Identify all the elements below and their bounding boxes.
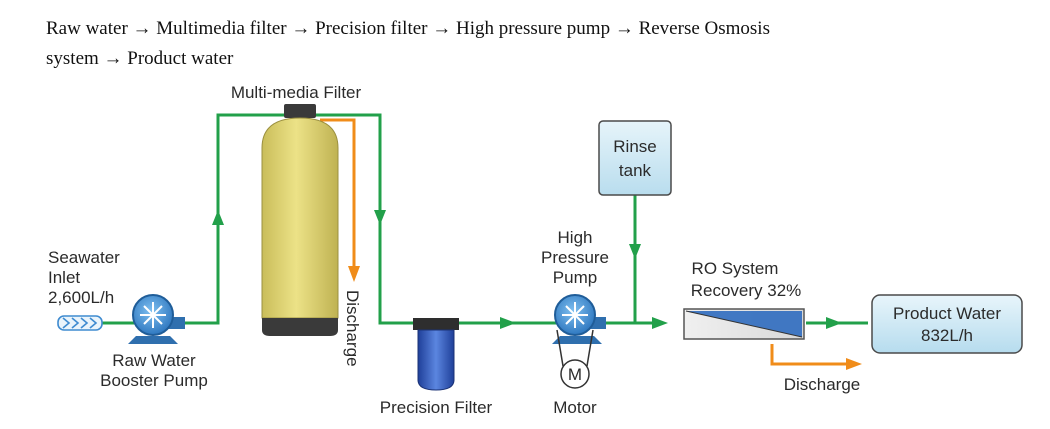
caption-line-2: system → Product water xyxy=(46,48,234,69)
arrow-up-riser xyxy=(212,210,224,225)
label-hp-line1: High xyxy=(558,228,593,247)
label-product-rate: 832L/h xyxy=(921,326,973,345)
label-motor-symbol: M xyxy=(568,365,582,384)
arrow-down-return xyxy=(374,210,386,225)
flow-arrows xyxy=(212,210,842,329)
label-hp-line2: Pressure xyxy=(541,248,609,267)
multimedia-filter-vessel xyxy=(261,104,339,336)
label-ro-line2: Recovery 32% xyxy=(691,281,802,300)
label-seawater-rate: 2,600L/h xyxy=(48,288,114,307)
arrow-to-ro xyxy=(652,317,668,329)
label-multimedia-filter: Multi-media Filter xyxy=(231,83,362,102)
label-discharge-vertical: Discharge xyxy=(343,290,362,367)
motor-icon xyxy=(556,329,594,389)
booster-pump-icon xyxy=(128,294,185,344)
label-product-line1: Product Water xyxy=(893,304,1001,323)
label-ro-line1: RO System xyxy=(692,259,779,278)
label-hp-line3: Pump xyxy=(553,268,597,287)
precision-filter-cartridge xyxy=(413,318,459,391)
label-rinse-tank-line1: Rinse xyxy=(613,137,656,156)
discharge-pipes xyxy=(320,118,848,366)
high-pressure-pump-icon xyxy=(552,294,606,344)
caption-line-1: Raw water → Multimedia filter → Precisio… xyxy=(46,18,770,39)
ro-membrane xyxy=(683,308,805,340)
label-seawater-line1: Seawater xyxy=(48,248,120,267)
label-rinse-tank-line2: tank xyxy=(619,161,652,180)
arrow-from-rinse xyxy=(629,244,641,259)
flow-caption: Raw water → Multimedia filter → Precisio… xyxy=(46,14,1006,74)
rinse-tank xyxy=(598,120,672,196)
inlet-chevrons-icon xyxy=(57,315,103,331)
label-booster-line2: Booster Pump xyxy=(100,371,208,390)
label-discharge: Discharge xyxy=(784,375,861,394)
arrow-discharge-down xyxy=(348,266,360,282)
label-precision-filter: Precision Filter xyxy=(380,398,493,417)
label-motor: Motor xyxy=(553,398,597,417)
arrow-to-pump xyxy=(500,317,516,329)
arrow-discharge-right xyxy=(846,358,862,370)
label-booster-line1: Raw Water xyxy=(112,351,196,370)
product-water-box xyxy=(871,294,1023,354)
label-seawater-line2: Inlet xyxy=(48,268,80,287)
arrow-to-product xyxy=(826,317,842,329)
